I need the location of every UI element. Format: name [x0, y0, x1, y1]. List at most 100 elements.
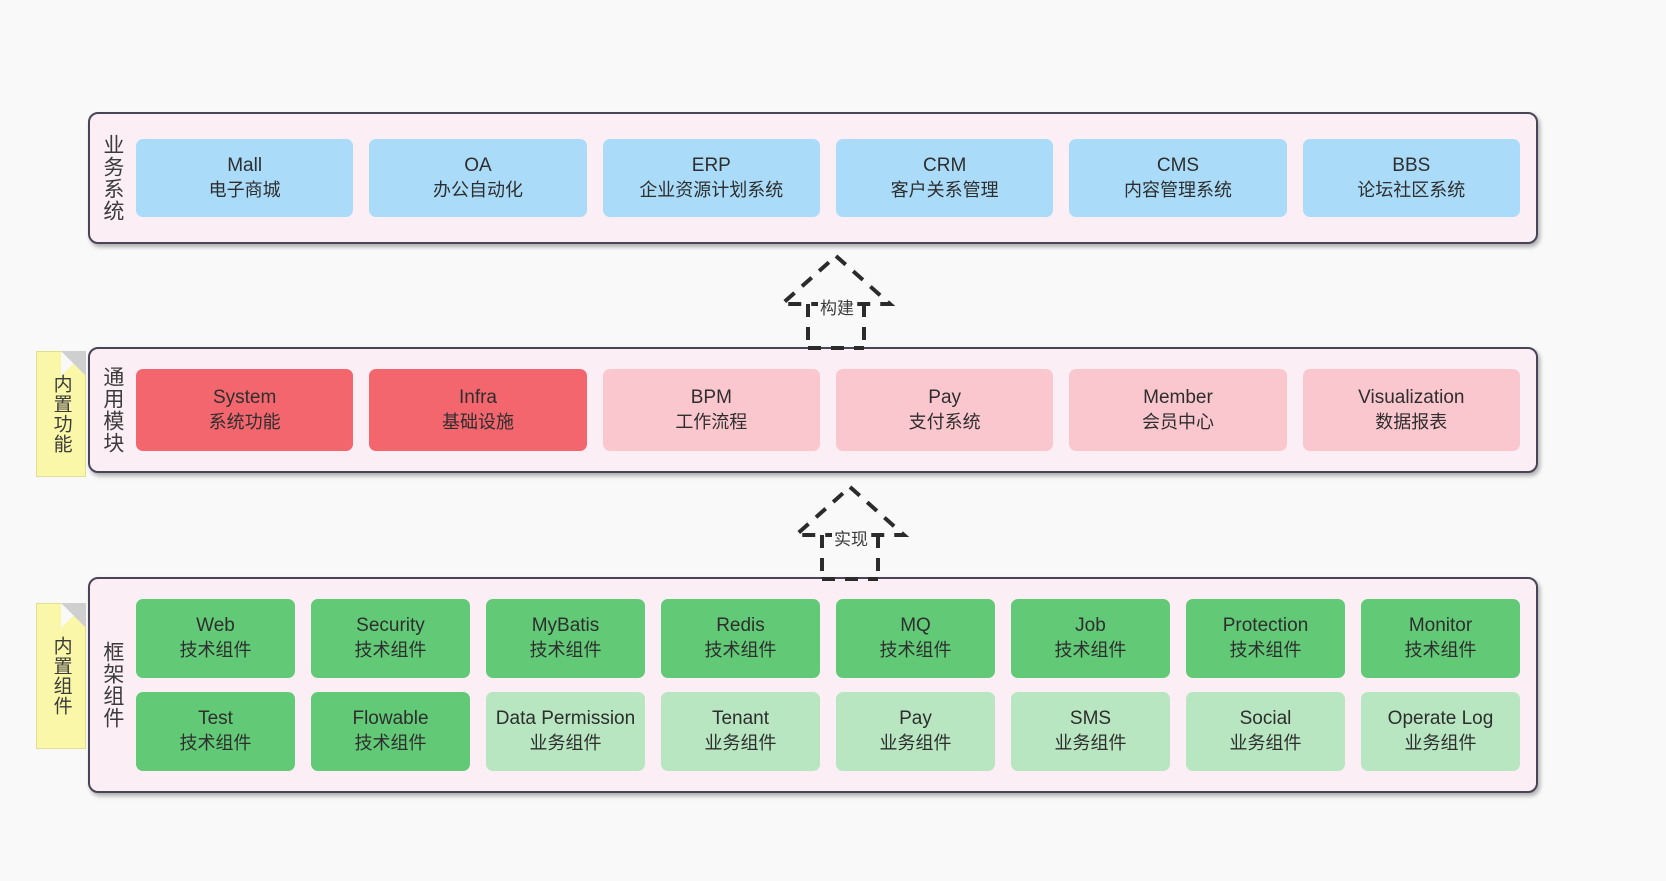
framework-row-business: Test 技术组件 Flowable 技术组件 Data Permission …	[136, 692, 1520, 771]
cell-erp[interactable]: ERP 企业资源计划系统	[602, 139, 820, 217]
cell-title: Pay	[928, 386, 962, 408]
cell-title: MyBatis	[531, 615, 600, 637]
cell-title: SMS	[1069, 708, 1112, 730]
cell-title: Social	[1239, 708, 1292, 730]
framework-cell-list: Web 技术组件 Security 技术组件 MyBatis 技术组件 Redi…	[134, 585, 1536, 785]
cell-sms[interactable]: SMS 业务组件	[1011, 692, 1170, 771]
cell-subtitle: 客户关系管理	[890, 179, 999, 200]
cell-data-permission[interactable]: Data Permission 业务组件	[486, 692, 645, 771]
cell-subtitle: 业务组件	[1054, 733, 1127, 754]
sticky-note-label: 内置功能	[50, 374, 72, 454]
cell-title: Monitor	[1408, 615, 1473, 637]
cell-pay-business[interactable]: Pay 业务组件	[836, 692, 995, 771]
cell-oa[interactable]: OA 办公自动化	[369, 139, 587, 217]
cell-title: CRM	[923, 154, 967, 176]
cell-title: CMS	[1156, 154, 1200, 176]
cell-subtitle: 业务组件	[529, 733, 602, 754]
cell-bpm[interactable]: BPM 工作流程	[602, 369, 820, 451]
cell-visualization[interactable]: Visualization 数据报表	[1302, 369, 1520, 451]
cell-bbs[interactable]: BBS 论坛社区系统	[1302, 139, 1520, 217]
cell-title: MQ	[900, 615, 931, 637]
cell-subtitle: 技术组件	[354, 733, 427, 754]
layer-framework-component[interactable]: 框架组件 Web 技术组件 Security 技术组件 MyBatis 技术组件…	[88, 577, 1538, 793]
cell-web[interactable]: Web 技术组件	[136, 599, 295, 678]
connector-build: 构建	[756, 252, 916, 350]
cell-mall[interactable]: Mall 电子商城	[136, 139, 354, 217]
cell-subtitle: 办公自动化	[432, 179, 523, 200]
cell-cms[interactable]: CMS 内容管理系统	[1069, 139, 1287, 217]
cell-title: Redis	[716, 615, 765, 637]
layer-label-business: 业务系统	[100, 134, 124, 222]
cell-subtitle: 业务组件	[879, 733, 952, 754]
layer-business-system[interactable]: 业务系统 Mall 电子商城 OA 办公自动化 ERP 企业资源计划系统 CRM…	[88, 112, 1538, 244]
cell-title: Security	[356, 615, 425, 637]
cell-mybatis[interactable]: MyBatis 技术组件	[486, 599, 645, 678]
cell-title: OA	[464, 154, 492, 176]
cell-title: Data Permission	[495, 708, 636, 730]
cell-subtitle: 论坛社区系统	[1357, 179, 1466, 200]
cell-mq[interactable]: MQ 技术组件	[836, 599, 995, 678]
cell-subtitle: 技术组件	[1404, 640, 1477, 661]
common-cell-list: System 系统功能 Infra 基础设施 BPM 工作流程 Pay 支付系统…	[134, 369, 1536, 451]
cell-redis[interactable]: Redis 技术组件	[661, 599, 820, 678]
cell-title: Infra	[458, 386, 497, 408]
cell-title: Job	[1075, 615, 1106, 637]
connector-build-label: 构建	[818, 294, 856, 319]
sticky-note-builtin-components: 内置组件	[36, 603, 86, 749]
cell-subtitle: 企业资源计划系统	[639, 179, 784, 200]
cell-tenant[interactable]: Tenant 业务组件	[661, 692, 820, 771]
cell-crm[interactable]: CRM 客户关系管理	[835, 139, 1054, 217]
layer-common-module[interactable]: 通用模块 System 系统功能 Infra 基础设施 BPM 工作流程 Pay…	[88, 347, 1538, 473]
sticky-note-builtin-features: 内置功能	[36, 351, 86, 477]
cell-subtitle: 基础设施	[441, 411, 514, 432]
cell-title: Operate Log	[1387, 708, 1494, 730]
cell-member[interactable]: Member 会员中心	[1069, 369, 1287, 451]
cell-subtitle: 系统功能	[208, 411, 281, 432]
cell-title: Mall	[227, 154, 263, 176]
cell-subtitle: 工作流程	[675, 411, 748, 432]
cell-subtitle: 技术组件	[179, 733, 252, 754]
cell-title: Pay	[899, 708, 932, 730]
cell-subtitle: 内容管理系统	[1123, 179, 1232, 200]
cell-job[interactable]: Job 技术组件	[1011, 599, 1170, 678]
cell-security[interactable]: Security 技术组件	[311, 599, 470, 678]
cell-subtitle: 技术组件	[879, 640, 952, 661]
cell-title: BBS	[1392, 154, 1431, 176]
cell-subtitle: 技术组件	[1054, 640, 1127, 661]
cell-pay[interactable]: Pay 支付系统	[835, 369, 1054, 451]
business-cell-list: Mall 电子商城 OA 办公自动化 ERP 企业资源计划系统 CRM 客户关系…	[134, 139, 1536, 217]
cell-subtitle: 业务组件	[704, 733, 777, 754]
sticky-note-label: 内置组件	[50, 636, 72, 716]
cell-protection[interactable]: Protection 技术组件	[1186, 599, 1345, 678]
cell-subtitle: 数据报表	[1375, 411, 1448, 432]
cell-subtitle: 业务组件	[1404, 733, 1477, 754]
cell-title: Web	[196, 615, 235, 637]
connector-implement-label: 实现	[832, 525, 870, 550]
cell-title: Flowable	[352, 708, 429, 730]
connector-implement: 实现	[770, 483, 930, 581]
cell-title: BPM	[690, 386, 732, 408]
layer-label-framework: 框架组件	[100, 641, 124, 729]
cell-subtitle: 技术组件	[179, 640, 252, 661]
cell-subtitle: 技术组件	[704, 640, 777, 661]
cell-subtitle: 会员中心	[1141, 411, 1214, 432]
cell-flowable[interactable]: Flowable 技术组件	[311, 692, 470, 771]
cell-social[interactable]: Social 业务组件	[1186, 692, 1345, 771]
cell-infra[interactable]: Infra 基础设施	[369, 369, 587, 451]
cell-title: Test	[198, 708, 233, 730]
cell-test[interactable]: Test 技术组件	[136, 692, 295, 771]
cell-system[interactable]: System 系统功能	[136, 369, 354, 451]
cell-title: System	[212, 386, 277, 408]
cell-title: Protection	[1222, 615, 1309, 637]
framework-row-technical: Web 技术组件 Security 技术组件 MyBatis 技术组件 Redi…	[136, 599, 1520, 678]
cell-subtitle: 技术组件	[354, 640, 427, 661]
layer-label-common: 通用模块	[100, 366, 124, 454]
cell-operate-log[interactable]: Operate Log 业务组件	[1361, 692, 1520, 771]
cell-subtitle: 技术组件	[1229, 640, 1302, 661]
cell-monitor[interactable]: Monitor 技术组件	[1361, 599, 1520, 678]
cell-title: Visualization	[1358, 386, 1465, 408]
cell-subtitle: 技术组件	[529, 640, 602, 661]
cell-subtitle: 电子商城	[208, 179, 281, 200]
cell-title: Tenant	[711, 708, 770, 730]
